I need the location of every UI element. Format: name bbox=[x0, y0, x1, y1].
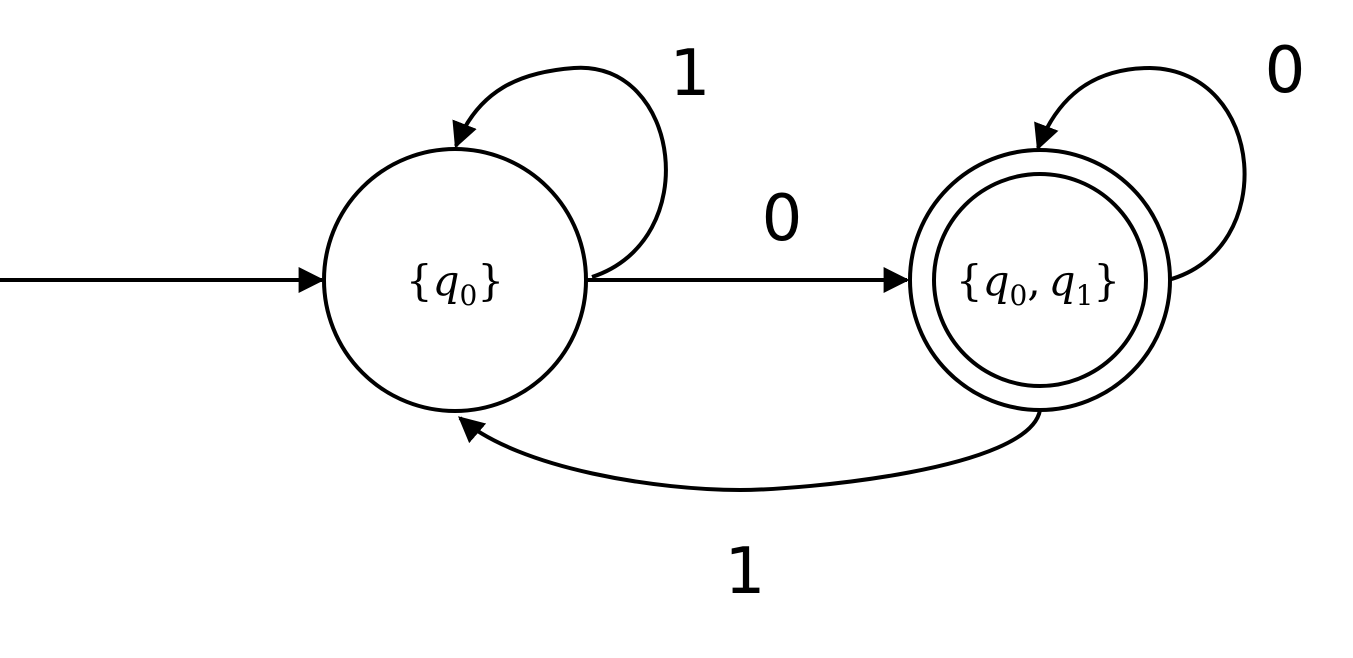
transition-q0q1-to-q0 bbox=[458, 409, 1042, 493]
state-q0-q1[interactable]: {q0,q1} bbox=[908, 148, 1172, 412]
label-q0-to-q0q1: 0 bbox=[762, 182, 803, 256]
label-q0q1-to-q0: 1 bbox=[725, 535, 766, 609]
state-q0[interactable]: {q0} bbox=[322, 147, 588, 413]
transition-q0-self-loop bbox=[452, 65, 668, 279]
state-q0-q1-label: {q0,q1} bbox=[956, 256, 1120, 312]
label-q0q1-self-loop: 0 bbox=[1265, 34, 1306, 108]
state-q0-q1-inner-circle bbox=[932, 172, 1148, 388]
transition-q0q1-self-loop bbox=[1034, 65, 1247, 282]
label-q0-self-loop: 1 bbox=[670, 37, 711, 111]
state-q0-label: {q0} bbox=[406, 256, 504, 312]
state-q0-circle bbox=[322, 147, 588, 413]
